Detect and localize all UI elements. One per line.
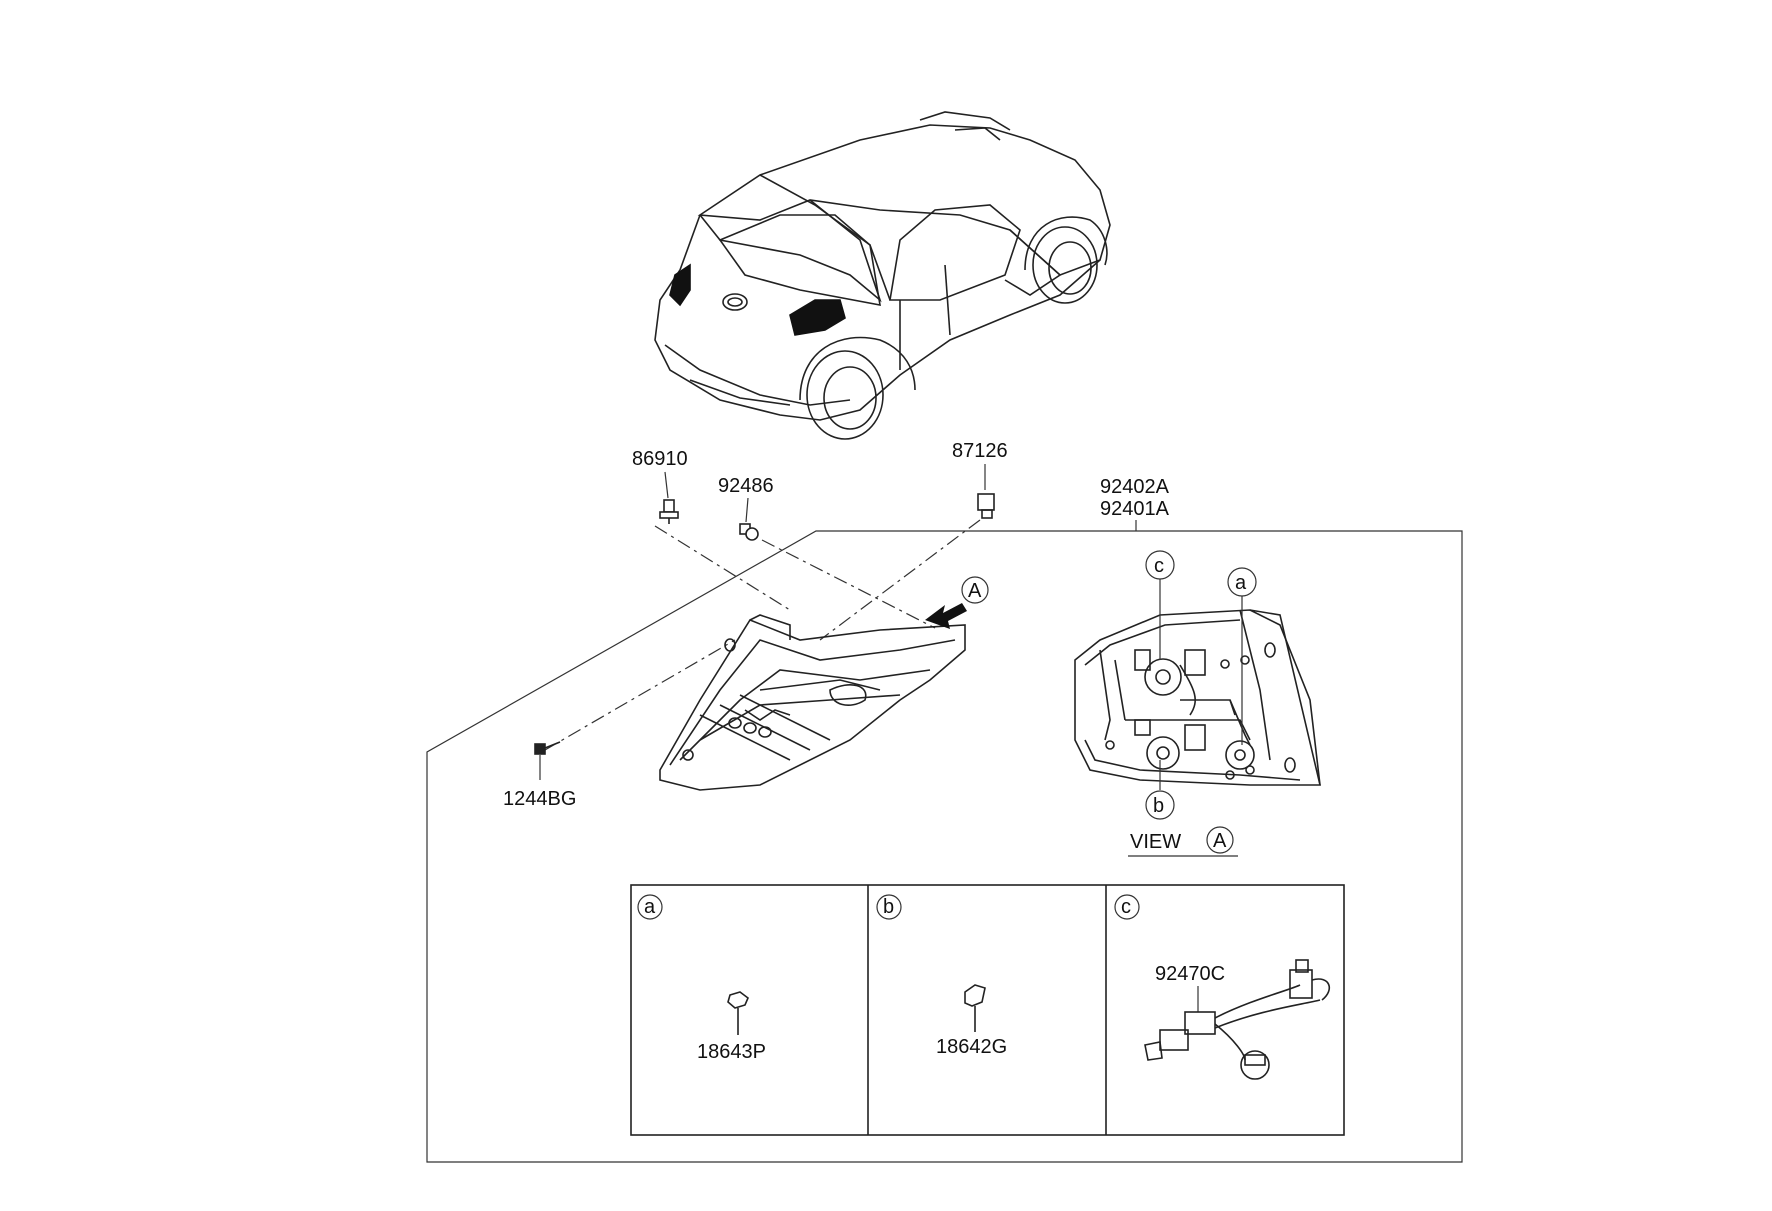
- view-callouts: c a b: [1145, 550, 1257, 820]
- box-a-label: a: [644, 896, 656, 918]
- assembly-lines: [544, 519, 981, 751]
- bulb-icon-b: [964, 984, 986, 1032]
- view-a-lamp-rear-icon: [1074, 609, 1322, 786]
- detail-boxes-frame: [630, 884, 1345, 1136]
- callout-c-view: c: [1154, 555, 1164, 577]
- clip-86910-icon: [659, 499, 679, 524]
- part-label-92470C: 92470C: [1155, 963, 1225, 985]
- leader-lines: [664, 464, 1137, 531]
- part-label-87126: 87126: [952, 440, 1008, 462]
- part-label-1244BG: 1244BG: [503, 788, 576, 810]
- part-label-92486: 92486: [718, 475, 774, 497]
- part-label-92402A: 92402A: [1100, 476, 1170, 498]
- box-b-label: b: [883, 896, 894, 918]
- box-b-circle: [876, 894, 902, 920]
- view-a-circle: [1206, 826, 1234, 854]
- part-label-86910: 86910: [632, 448, 688, 470]
- bulb-icon: [727, 991, 749, 1035]
- screw-92486-icon: [739, 523, 759, 541]
- part-label-18643P: 18643P: [697, 1041, 766, 1063]
- screw-1244BG-icon: [534, 741, 561, 755]
- arrow-icon: A: [925, 576, 989, 629]
- socket-harness-icon: [1144, 959, 1331, 1080]
- part-label-92401A: 92401A: [1100, 498, 1170, 520]
- box-a-circle: [637, 894, 663, 920]
- callout-A-arrow: A: [968, 580, 982, 602]
- view-callout-A: A: [1213, 830, 1227, 852]
- callout-b-view: b: [1153, 795, 1164, 817]
- tail-lamp-icon: [659, 614, 966, 791]
- box-c-circle: [1114, 894, 1140, 920]
- callout-a-view: a: [1235, 572, 1247, 594]
- box-c-label: c: [1121, 896, 1131, 918]
- clip-87126-icon: [977, 493, 995, 519]
- car-rear-view-icon: [654, 111, 1111, 440]
- view-label: VIEW: [1130, 831, 1181, 853]
- part-label-18642G: 18642G: [936, 1036, 1007, 1058]
- assembly-frame: [426, 530, 1463, 1163]
